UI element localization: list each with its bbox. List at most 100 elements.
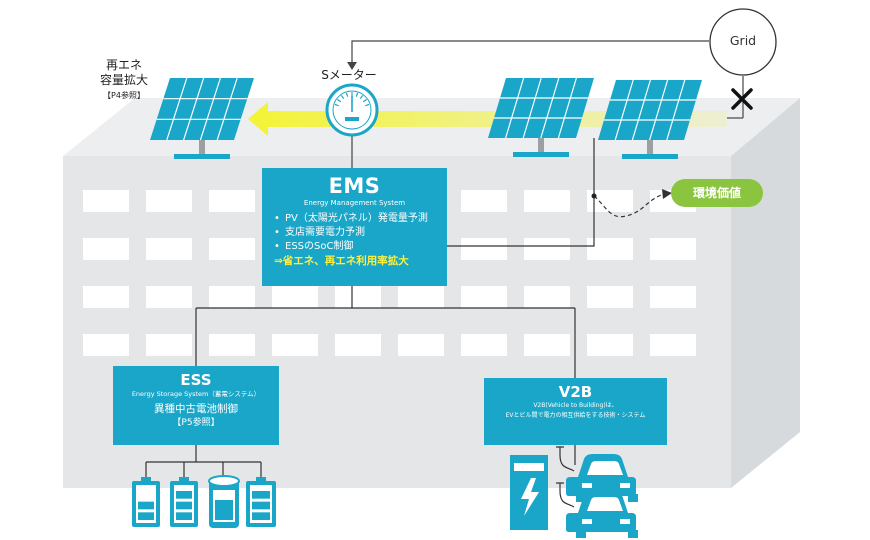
meter-tick: [345, 92, 349, 97]
building-window: [587, 190, 633, 212]
ess-description: 異種中古電池制御: [154, 403, 238, 415]
building-window: [146, 190, 192, 212]
building-window: [209, 286, 255, 308]
panel-post: [647, 140, 653, 156]
renewable-label-line2: 容量拡大: [99, 73, 148, 87]
junction-dot: [591, 193, 597, 199]
ems-connection-lines: [195, 138, 672, 378]
battery-level: [138, 512, 154, 520]
panel-gridline: [505, 77, 525, 139]
battery-top: [208, 475, 240, 487]
meter-tick: [337, 98, 342, 103]
building-window: [524, 334, 570, 356]
smart-meter-icon: [325, 83, 379, 168]
battery-icon: [246, 477, 276, 527]
ems-feature-list: •PV（太陽光パネル）発電量予測 •支店需要電力予測 •ESSのSoC制御: [262, 212, 447, 254]
car-window: [587, 497, 623, 511]
battery-level: [215, 500, 233, 520]
v2b-box: V2B V2B(Vehicle to Building)は、 EVとビル間で電力…: [484, 378, 667, 445]
battery-level: [176, 501, 192, 510]
building-window: [524, 286, 570, 308]
ems-title: EMS: [328, 174, 381, 198]
panel-gridline: [649, 79, 669, 141]
battery-icon: [170, 477, 198, 527]
ems-feature-text: 支店需要電力予測: [285, 227, 365, 238]
building-window: [461, 238, 507, 260]
car-window: [587, 461, 623, 475]
building-side: [731, 98, 800, 488]
electric-car-icon: [556, 482, 638, 538]
building-window: [587, 286, 633, 308]
building-window: [461, 286, 507, 308]
meter-tick: [355, 92, 359, 97]
solar-panel-icon: [488, 77, 594, 157]
battery-cap: [141, 477, 151, 482]
battery-group: [145, 445, 262, 478]
panel-gridline: [540, 77, 560, 139]
panel-gridline: [183, 77, 205, 141]
renewable-capacity-label: 再エネ 容量拡大 【P4参照】: [88, 58, 160, 102]
building-window: [83, 190, 129, 212]
grid-label: Grid: [729, 33, 757, 48]
panel-gridline: [631, 79, 651, 141]
panel-base: [622, 154, 678, 159]
plug-cable: [556, 446, 564, 455]
building-windows: [83, 190, 696, 356]
building-window: [524, 238, 570, 260]
meter-tick: [365, 103, 370, 107]
panel-gridline: [614, 79, 634, 141]
car-light: [620, 519, 630, 524]
ems-highlight: ⇒省エネ、再エネ利用率拡大: [274, 255, 409, 267]
building-window: [461, 190, 507, 212]
battery-level: [252, 501, 270, 510]
car-wheel: [576, 530, 586, 538]
building-window: [83, 238, 129, 260]
building-window: [461, 334, 507, 356]
battery-level: [252, 512, 270, 520]
panel-face: [598, 80, 702, 140]
building-window: [83, 286, 129, 308]
meter-tick: [362, 98, 367, 103]
ems-subtitle: Energy Management System: [303, 199, 406, 207]
building-window: [398, 334, 444, 356]
building-window: [587, 238, 633, 260]
car-light: [620, 483, 630, 488]
ems-feature-item: •PV（太陽光パネル）発電量予測: [274, 213, 428, 224]
building-window: [146, 286, 192, 308]
panel-gridline: [166, 77, 188, 141]
building-window: [209, 238, 255, 260]
panel-gridline: [522, 77, 542, 139]
battery-cap: [179, 477, 189, 482]
battery-level: [176, 512, 192, 520]
ess-ref: 【P5参照】: [172, 418, 220, 428]
ess-title: ESS: [180, 371, 212, 389]
ems-box: EMS Energy Management System •PV（太陽光パネル）…: [262, 168, 447, 286]
plug-cable: [556, 482, 564, 491]
building-window: [209, 190, 255, 212]
building-window: [335, 286, 381, 308]
building-window: [272, 286, 318, 308]
battery-icon: [132, 477, 160, 527]
building-window: [524, 190, 570, 212]
ems-feature-text: ESSのSoC制御: [285, 241, 354, 252]
meter-tick: [334, 103, 339, 107]
v2b-subtitle-line2: EVとビル間で電力の相互供給をする技術・システム: [505, 412, 646, 419]
panel-base: [174, 154, 230, 159]
car-light: [582, 483, 592, 488]
building-window: [335, 334, 381, 356]
building-window: [650, 334, 696, 356]
building-window: [209, 334, 255, 356]
battery-level: [138, 501, 154, 510]
panel-gridline: [199, 77, 221, 141]
building-window: [398, 286, 444, 308]
solar-panel-icon: [598, 79, 702, 159]
ems-feature-item: •支店需要電力予測: [274, 227, 365, 238]
panel-gridline: [666, 79, 686, 141]
battery-level: [176, 491, 192, 499]
panel-gridline: [216, 77, 238, 141]
ess-subtitle: Energy Storage System（蓄電システム）: [131, 390, 261, 398]
plug-cable: [559, 454, 575, 472]
car-wheel: [576, 494, 586, 502]
v2b-subtitle-line1: V2B(Vehicle to Building)は、: [533, 402, 618, 409]
ev-charger-icon: [510, 455, 548, 530]
